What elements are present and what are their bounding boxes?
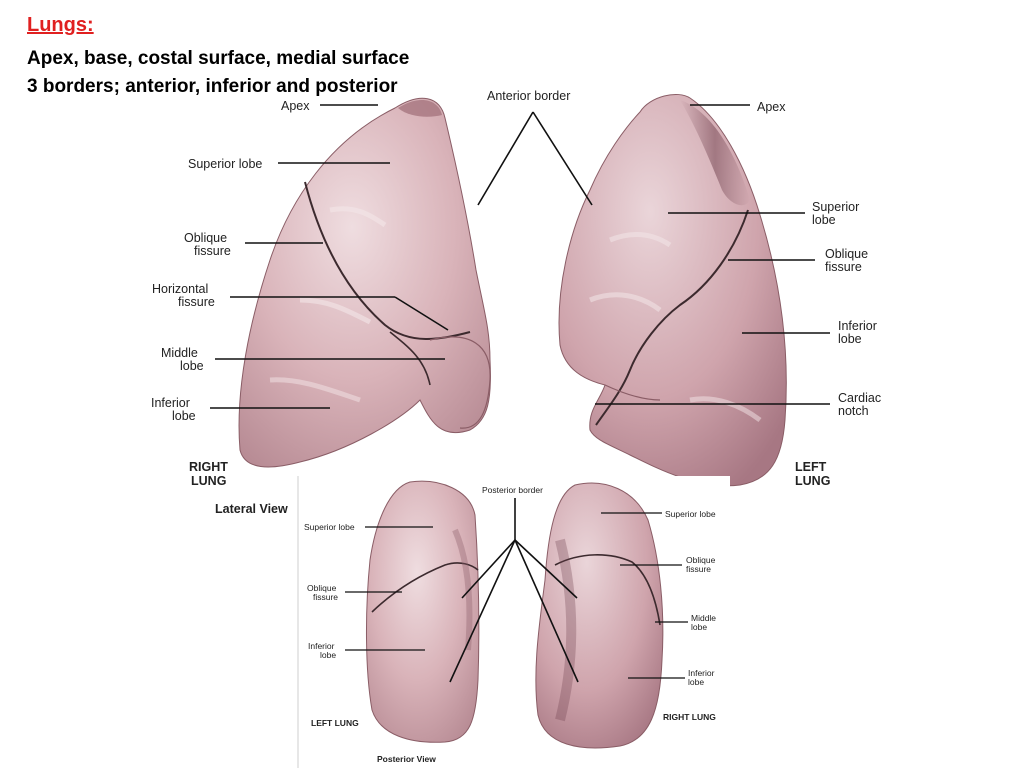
label-post-right-oblique-2: fissure [686, 564, 711, 574]
label-anterior-border: Anterior border [487, 89, 570, 103]
label-left-inferior-2: lobe [838, 332, 862, 346]
posterior-left-lung-shape [365, 480, 480, 743]
label-post-left-superior: Superior lobe [304, 522, 355, 532]
subtitle-line-2: 3 borders; anterior, inferior and poster… [27, 76, 398, 97]
right-lung-lateral [238, 97, 491, 468]
label-post-left-inferior-1: Inferior [308, 641, 335, 651]
label-post-right-superior: Superior lobe [665, 509, 716, 519]
label-left-oblique-1: Oblique [825, 247, 868, 261]
left-lung-lateral [558, 94, 787, 487]
anterior-border-pointer [477, 111, 593, 206]
label-right-middle-1: Middle [161, 346, 198, 360]
slide-title: Lungs: [27, 14, 94, 36]
left-oblique-fissure [595, 209, 749, 426]
label-post-right-lung: RIGHT LUNG [663, 712, 716, 722]
label-cardiac-notch-2: notch [838, 404, 869, 418]
label-right-lung-2: LUNG [191, 474, 226, 488]
label-right-inferior-1: Inferior [151, 396, 190, 410]
label-left-oblique-2: fissure [825, 260, 862, 274]
label-right-inferior-2: lobe [172, 409, 196, 423]
label-post-right-inferior-1: Inferior [688, 668, 715, 678]
right-lateral-leaders [210, 104, 449, 409]
label-post-left-lung: LEFT LUNG [311, 718, 359, 728]
label-right-oblique-1: Oblique [184, 231, 227, 245]
label-post-right-oblique-1: Oblique [686, 555, 716, 565]
label-post-right-middle-1: Middle [691, 613, 716, 623]
label-right-apex: Apex [281, 99, 310, 113]
subtitle-line-1: Apex, base, costal surface, medial surfa… [27, 48, 410, 69]
label-left-lung-1: LEFT [795, 460, 827, 474]
label-left-lung-2: LUNG [795, 474, 830, 488]
label-posterior-view: Posterior View [377, 754, 436, 764]
label-cardiac-notch-1: Cardiac [838, 391, 881, 405]
label-right-lung-1: RIGHT [189, 460, 228, 474]
posterior-border-pointer [449, 498, 579, 683]
label-right-horizontal-1: Horizontal [152, 282, 208, 296]
left-lung-lateral-shape [558, 94, 787, 487]
label-left-superior-1: Superior [812, 200, 859, 214]
right-lung-lateral-shape [238, 97, 491, 468]
label-right-middle-2: lobe [180, 359, 204, 373]
label-post-left-oblique-2: fissure [313, 592, 338, 602]
label-post-left-oblique-1: Oblique [307, 583, 337, 593]
label-post-left-inferior-2: lobe [320, 650, 336, 660]
label-left-inferior-1: Inferior [838, 319, 877, 333]
posterior-right-leaders [601, 512, 688, 679]
label-lateral-view: Lateral View [215, 502, 288, 516]
label-left-apex: Apex [757, 100, 786, 114]
label-left-superior-2: lobe [812, 213, 836, 227]
label-right-oblique-2: fissure [194, 244, 231, 258]
label-posterior-border: Posterior border [482, 485, 543, 495]
label-post-right-middle-2: lobe [691, 622, 707, 632]
label-post-right-inferior-2: lobe [688, 677, 704, 687]
label-right-superior-lobe: Superior lobe [188, 157, 262, 171]
posterior-right-lung-shape [535, 482, 664, 749]
label-right-horizontal-2: fissure [178, 295, 215, 309]
posterior-left-leaders [345, 526, 433, 651]
left-lateral-leaders [595, 104, 830, 405]
